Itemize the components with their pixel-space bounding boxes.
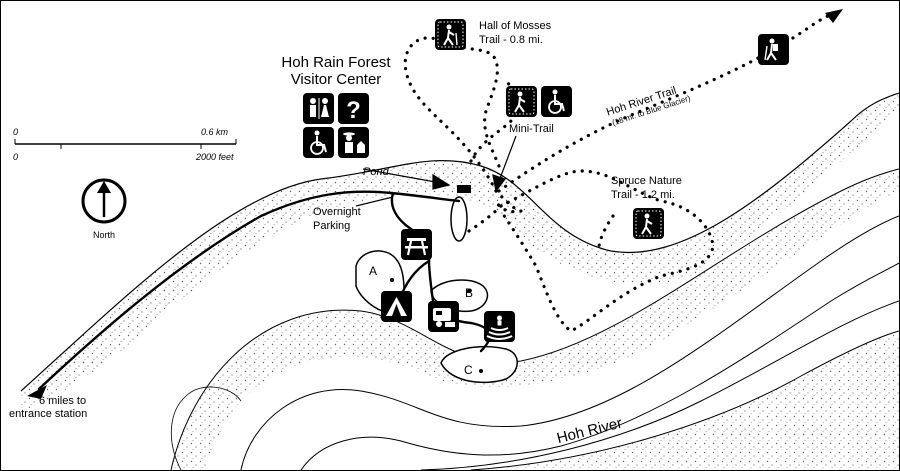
vc-pointer-head	[432, 173, 451, 190]
inner-bank-1-stipple	[171, 169, 899, 470]
mini-trail-pointer-head	[492, 174, 506, 193]
visitor-center-title-1: Hoh Rain Forest	[281, 54, 391, 71]
campground-icon	[381, 291, 412, 322]
loop-a-marker	[390, 278, 394, 282]
ranger-station-icon	[338, 127, 369, 158]
spruce-nature-trail	[499, 169, 715, 333]
entrance-label-2: entrance station	[9, 408, 87, 420]
hall-of-mosses-label-1: Hall of Mosses	[479, 20, 552, 32]
pond-label: Pond	[363, 166, 390, 178]
hoh-trail-arrow	[825, 9, 843, 23]
overnight-parking-label-1: Overnight	[313, 206, 361, 218]
entrance-arrow	[27, 385, 47, 399]
restroom-icon	[303, 93, 334, 124]
scale-ft-zero: 0	[13, 152, 18, 162]
spruce-spur	[597, 214, 615, 248]
scale-km-value: 0.6 km	[201, 127, 229, 137]
spruce-hiker-icon	[633, 208, 664, 239]
loop-a-label: A	[369, 264, 377, 278]
hoh-river-trail	[497, 11, 838, 193]
north-arrow: North	[81, 178, 127, 240]
north-label: North	[93, 230, 115, 240]
hiker-icon	[435, 19, 466, 50]
hall-of-mosses-label-2: Trail - 0.8 mi.	[479, 34, 543, 46]
mini-trail	[494, 189, 522, 214]
hoh-river-trail-label: Hoh River Trail (18 mi. to Blue Glacier)	[605, 85, 692, 128]
river-channel-2	[300, 262, 899, 470]
mini-trail-hiker-icon	[506, 86, 537, 117]
main-road	[37, 190, 461, 391]
river-channel-1	[240, 215, 899, 470]
hoh-river-text: Hoh River	[555, 415, 624, 448]
dump-station-icon	[428, 301, 459, 332]
loop-b-label: B	[465, 286, 473, 300]
entrance-label-1: 6 miles to	[39, 395, 86, 407]
parking-pointer-line	[355, 196, 394, 207]
north-arrow-icon	[97, 181, 111, 193]
pond	[450, 196, 468, 242]
wheelchair-accessible-icon	[303, 127, 334, 158]
pointers	[355, 135, 517, 207]
mini-trail-pointer-line	[498, 135, 517, 182]
loop-b-marker	[467, 289, 471, 293]
loop-c-marker	[479, 369, 483, 373]
hoh-river-label: Hoh River	[555, 415, 624, 448]
mini-trail-wheelchair-icon	[541, 86, 572, 117]
left-gravel-bar	[170, 386, 242, 470]
south-bank	[470, 330, 899, 470]
river-channel-3	[420, 300, 899, 470]
visitor-center-building	[457, 185, 471, 193]
scale-bar: 0 0.6 km 0 2000 feet	[13, 127, 237, 162]
spruce-nature-label-2: Trail - 1.2 mi.	[611, 189, 675, 201]
mini-trail-label: Mini-Trail	[509, 123, 554, 135]
loop-c-label: C	[464, 363, 473, 377]
svg-text:?: ?	[346, 97, 361, 124]
scale-km-zero: 0	[13, 127, 18, 137]
hoh-river-hiker-icon	[758, 34, 789, 65]
spruce-nature-label-1: Spruce Nature	[611, 175, 682, 187]
information-icon: ?	[338, 93, 369, 124]
north-bank-stipple	[21, 93, 899, 411]
south-bank-stipple	[471, 331, 899, 470]
picnic-area-icon	[401, 229, 432, 260]
amphitheater-icon	[484, 311, 515, 342]
vc-pointer-line	[362, 168, 442, 184]
visitor-center-title-2: Visitor Center	[291, 71, 382, 88]
loop-c	[440, 345, 518, 384]
scale-ft-value: 2000 feet	[195, 152, 234, 162]
overnight-parking-label-2: Parking	[313, 220, 350, 232]
